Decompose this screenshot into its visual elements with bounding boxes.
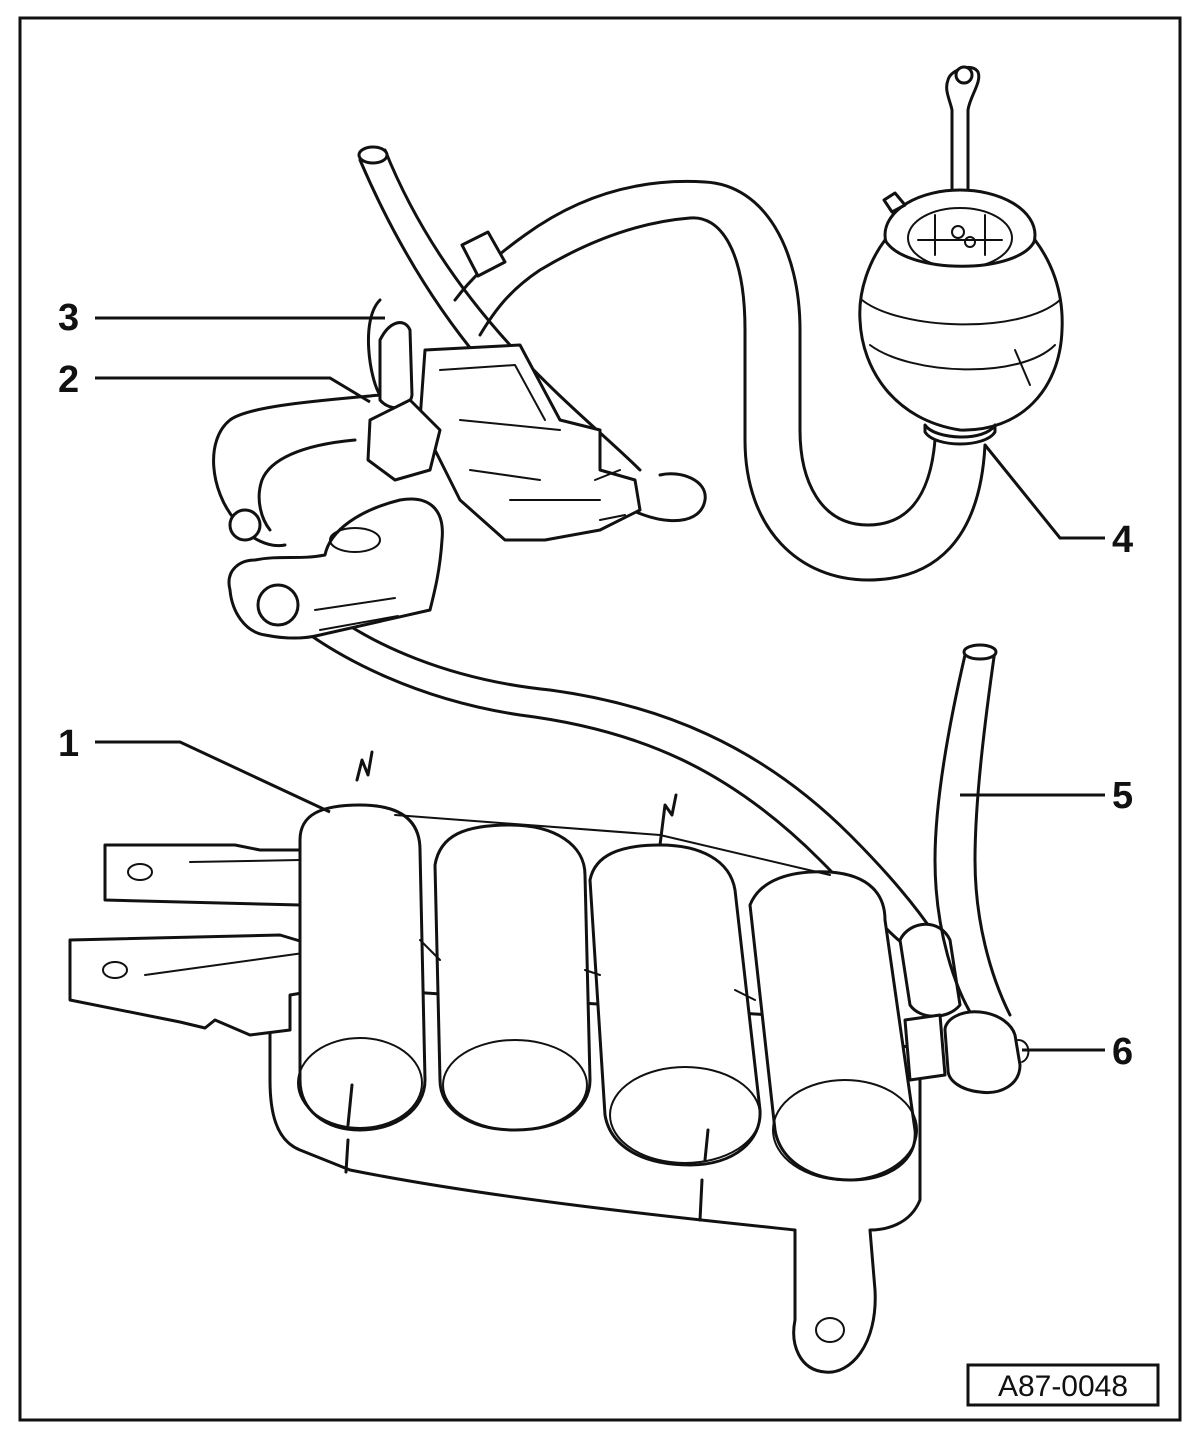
leader-line-4 xyxy=(983,444,1105,540)
callout-4: 4 xyxy=(1112,519,1133,561)
figure-id-box xyxy=(966,1363,1160,1407)
callout-1: 1 xyxy=(58,723,79,765)
leader-line-2 xyxy=(95,376,371,404)
intake-manifold-icon xyxy=(68,750,922,1374)
solenoid-valve-icon xyxy=(212,298,642,640)
callout-5: 5 xyxy=(1112,775,1133,817)
callout-3: 3 xyxy=(58,297,79,339)
figure-id: A87-0048 xyxy=(998,1370,1128,1403)
vacuum-actuator-icon xyxy=(858,65,1064,446)
diagram-frame xyxy=(18,16,1182,1422)
leader-line-1 xyxy=(95,740,331,814)
callout-2: 2 xyxy=(58,359,79,401)
check-valve-icon xyxy=(903,1010,1030,1095)
callout-6: 6 xyxy=(1112,1031,1133,1073)
